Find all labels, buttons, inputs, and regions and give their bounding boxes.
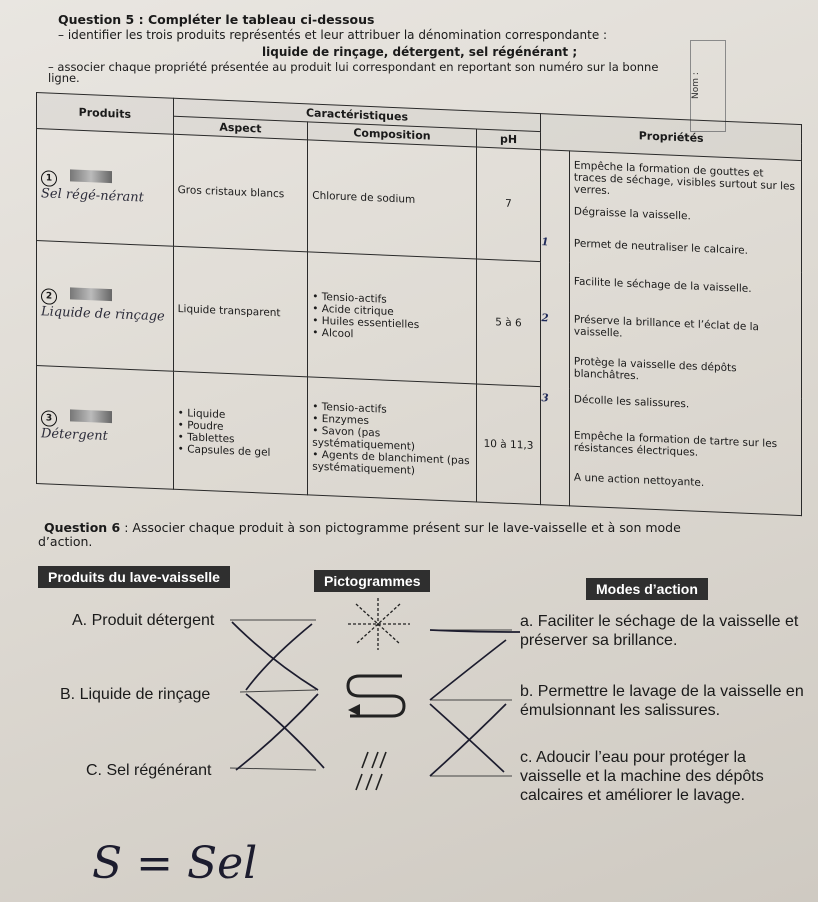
product-item-c: C. Sel régénérant [86, 762, 212, 779]
sparkle-icon [348, 598, 410, 650]
mode-item-c: c. Adoucir l’eau pour protéger la vaisse… [520, 749, 764, 804]
question5-title: Question 5 : Compléter le tableau ci-des… [58, 12, 375, 27]
question6-label: Question 6 [44, 520, 121, 535]
question5-instruction-2: liquide de rinçage, détergent, sel régén… [262, 45, 578, 59]
question6-title: Question 6 : Associer chaque produit à s… [44, 520, 681, 535]
handwritten-match-lines[interactable] [231, 621, 521, 777]
mode-item-b: b. Permettre le lavage de la vaisselle e… [520, 683, 804, 719]
product-item-b: B. Liquide de rinçage [60, 686, 211, 703]
question5-instruction-4: ligne. [48, 71, 80, 85]
question6-text: : Associer chaque produit à son pictogra… [120, 520, 681, 535]
s-arrow-icon [346, 674, 406, 718]
header-modes-action: Modes d’action [586, 578, 708, 600]
mode-item-a: a. Faciliter le séchage de la vaisselle … [520, 613, 799, 649]
product-item-a: A. Produit détergent [72, 612, 215, 629]
question5-instruction-3: – associer chaque propriété présentée au… [48, 60, 659, 74]
question5-instruction-1: – identifier les trois produits représen… [58, 28, 608, 42]
handwritten-note: S = Sel [92, 838, 258, 889]
connector-lines [229, 619, 512, 777]
slashes-icon [355, 751, 387, 791]
header-produits-lave-vaisselle: Produits du lave-vaisselle [38, 566, 230, 588]
question6-text-2: d’action. [38, 534, 93, 549]
header-pictogrammes: Pictogrammes [314, 570, 431, 592]
